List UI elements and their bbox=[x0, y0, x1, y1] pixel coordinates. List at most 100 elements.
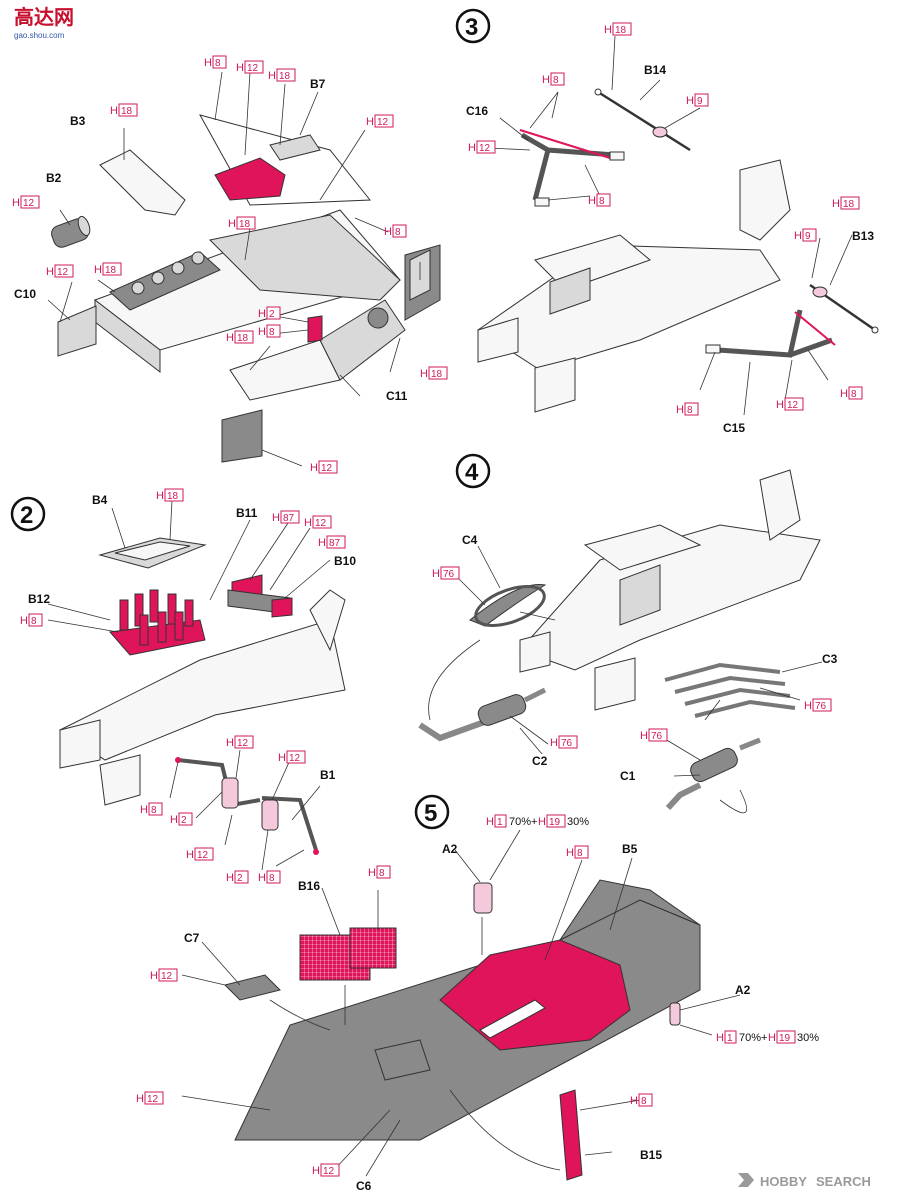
svg-text:8: 8 bbox=[31, 616, 37, 627]
svg-text:9: 9 bbox=[805, 231, 811, 242]
svg-text:H: H bbox=[368, 867, 376, 879]
part-c15 bbox=[717, 309, 833, 358]
code-h12: 12 bbox=[57, 267, 69, 278]
svg-text:H: H bbox=[150, 970, 158, 982]
step-3-number: 3 bbox=[465, 14, 478, 41]
svg-text:H: H bbox=[566, 847, 574, 859]
label-b15: B15 bbox=[640, 1148, 662, 1162]
svg-text:H: H bbox=[236, 62, 244, 74]
part-b15 bbox=[559, 1089, 583, 1181]
svg-text:70%+: 70%+ bbox=[509, 816, 537, 828]
svg-text:H: H bbox=[420, 368, 428, 380]
code-h12: 12 bbox=[321, 463, 333, 474]
svg-text:H: H bbox=[156, 490, 164, 502]
svg-text:H: H bbox=[550, 737, 558, 749]
label-c11: C11 bbox=[386, 389, 408, 403]
code-h12: 12 bbox=[247, 63, 259, 74]
svg-text:H: H bbox=[366, 116, 374, 128]
svg-text:1: 1 bbox=[727, 1033, 733, 1044]
code-h18: 18 bbox=[121, 106, 133, 117]
svg-text:H: H bbox=[278, 752, 286, 764]
svg-text:H: H bbox=[186, 849, 194, 861]
logo-text: 高达网 bbox=[14, 5, 74, 29]
svg-text:H: H bbox=[46, 266, 54, 278]
label-c2: C2 bbox=[532, 754, 548, 768]
svg-text:30%: 30% bbox=[797, 1032, 819, 1044]
part-c3 bbox=[664, 662, 796, 718]
part-c7 bbox=[224, 974, 281, 1001]
step-4-diagram: 4 bbox=[418, 453, 823, 814]
svg-text:12: 12 bbox=[289, 753, 301, 764]
label-a2-top: A2 bbox=[442, 842, 458, 856]
svg-text:8: 8 bbox=[553, 75, 559, 86]
svg-text:H: H bbox=[12, 197, 20, 209]
label-c6: C6 bbox=[356, 1179, 372, 1193]
code-h12: 12 bbox=[377, 117, 389, 128]
label-b14: B14 bbox=[644, 63, 666, 77]
svg-text:H: H bbox=[768, 1032, 776, 1044]
svg-text:H: H bbox=[318, 537, 326, 549]
part-b2 bbox=[51, 215, 91, 248]
svg-text:12: 12 bbox=[237, 738, 249, 749]
site-logo: 高达网 gao.shou.com bbox=[14, 5, 74, 40]
svg-text:H: H bbox=[588, 195, 596, 207]
svg-text:H: H bbox=[226, 737, 234, 749]
part-b16 bbox=[299, 927, 397, 981]
cam-cover bbox=[109, 251, 221, 311]
step-4-number: 4 bbox=[465, 459, 479, 486]
code-h18: 18 bbox=[237, 333, 249, 344]
label-c3: C3 bbox=[822, 652, 838, 666]
svg-text:H: H bbox=[686, 95, 694, 107]
svg-text:H: H bbox=[258, 308, 266, 320]
part-b3 bbox=[99, 149, 186, 216]
step-3-diagram: 3 bbox=[455, 8, 879, 416]
svg-text:H: H bbox=[804, 700, 812, 712]
svg-text:2: 2 bbox=[181, 815, 187, 826]
label-b4: B4 bbox=[92, 493, 108, 507]
label-c1: C1 bbox=[620, 769, 636, 783]
svg-text:H: H bbox=[776, 399, 784, 411]
svg-text:8: 8 bbox=[269, 873, 275, 884]
code-h12: 12 bbox=[23, 198, 35, 209]
svg-text:H: H bbox=[716, 1032, 724, 1044]
label-b10: B10 bbox=[334, 554, 356, 568]
svg-text:9: 9 bbox=[697, 96, 703, 107]
label-b7: B7 bbox=[310, 77, 326, 91]
svg-text:12: 12 bbox=[161, 971, 173, 982]
svg-text:H: H bbox=[432, 568, 440, 580]
svg-text:H: H bbox=[304, 517, 312, 529]
svg-text:H: H bbox=[676, 404, 684, 416]
svg-text:12: 12 bbox=[323, 1166, 335, 1177]
svg-text:H: H bbox=[170, 814, 178, 826]
svg-text:19: 19 bbox=[549, 817, 561, 828]
step-2-number: 2 bbox=[20, 502, 33, 529]
svg-text:H: H bbox=[258, 872, 266, 884]
code-h18: 18 bbox=[279, 71, 291, 82]
svg-text:H: H bbox=[272, 512, 280, 524]
svg-text:87: 87 bbox=[329, 538, 341, 549]
svg-text:H: H bbox=[94, 264, 102, 276]
svg-text:12: 12 bbox=[147, 1094, 159, 1105]
svg-text:H: H bbox=[20, 615, 28, 627]
svg-text:30%: 30% bbox=[567, 816, 589, 828]
svg-text:18: 18 bbox=[167, 491, 179, 502]
svg-text:8: 8 bbox=[687, 405, 693, 416]
lower-plate bbox=[221, 409, 263, 463]
part-c2 bbox=[418, 717, 492, 742]
svg-text:70%+: 70%+ bbox=[739, 1032, 767, 1044]
code-h18: 18 bbox=[431, 369, 443, 380]
svg-text:18: 18 bbox=[843, 199, 855, 210]
step-5-diagram: 5 bbox=[181, 794, 741, 1181]
code-h18: 18 bbox=[105, 265, 117, 276]
svg-text:76: 76 bbox=[561, 738, 573, 749]
label-c7: C7 bbox=[184, 931, 200, 945]
svg-text:H: H bbox=[268, 70, 276, 82]
logo-subtext: gao.shou.com bbox=[14, 31, 65, 40]
label-a2-side: A2 bbox=[735, 983, 751, 997]
code-h8: 8 bbox=[215, 58, 221, 69]
watermark-suffix: SEARCH bbox=[816, 1174, 871, 1189]
